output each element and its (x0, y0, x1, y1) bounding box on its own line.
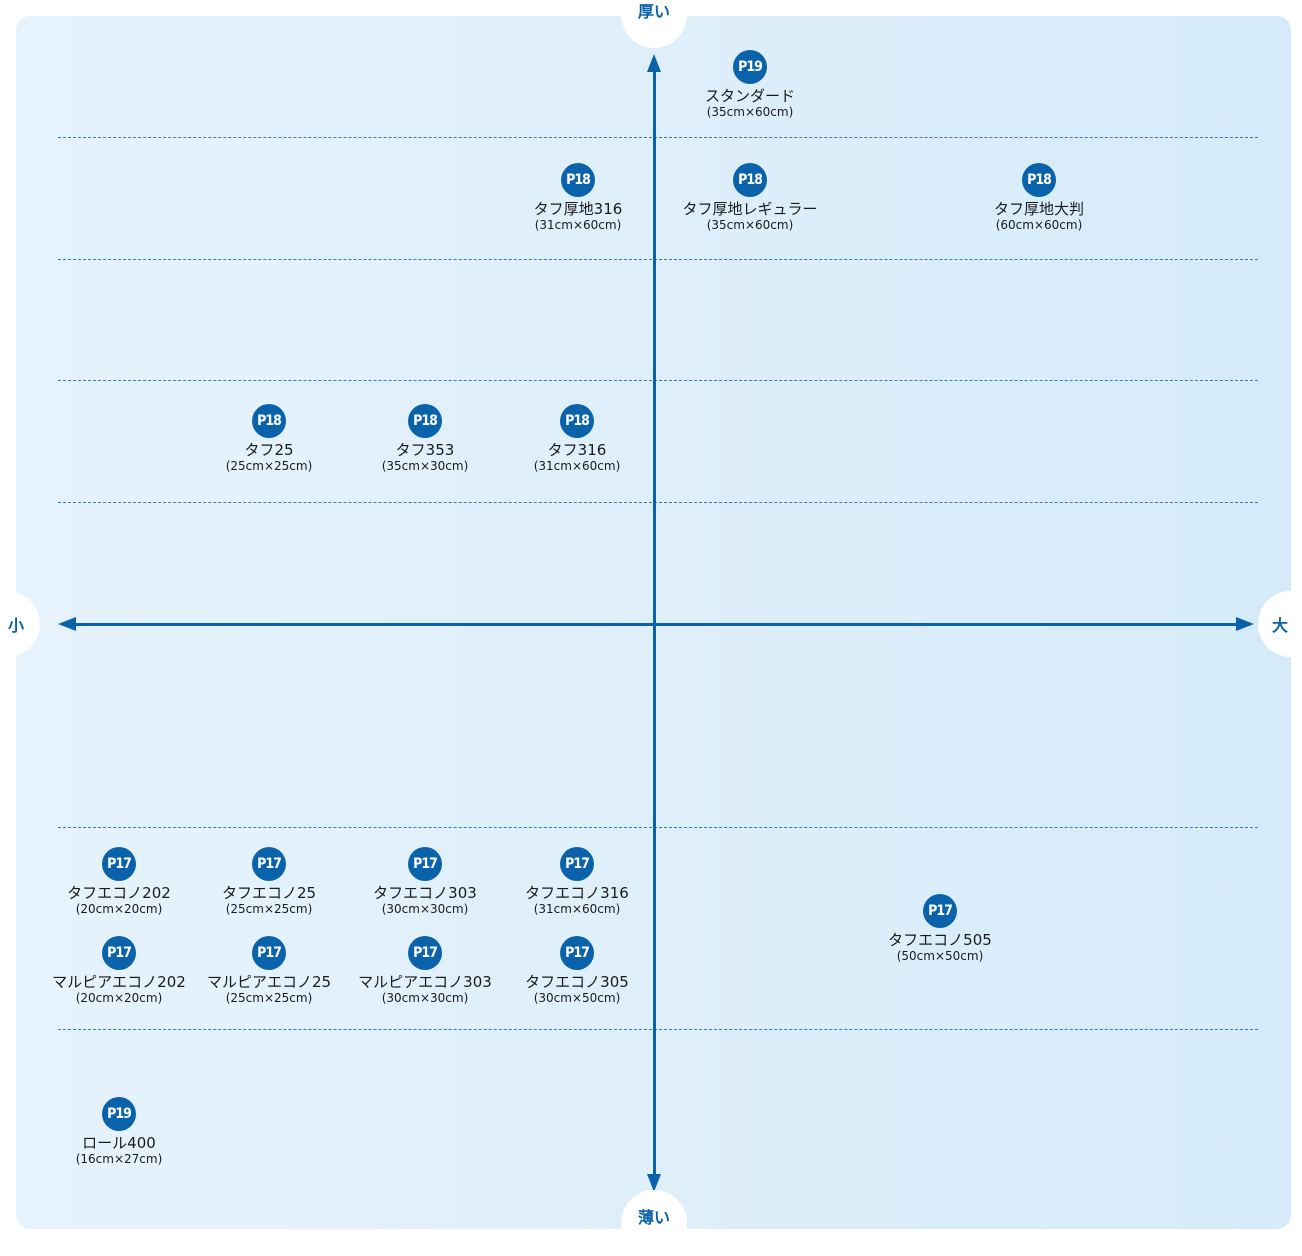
page-badge: P17 (408, 936, 442, 970)
product-size: (20cm×20cm) (75, 902, 163, 916)
product-name: タフエコノ202 (67, 884, 171, 902)
arrow-left-icon (58, 617, 76, 631)
page-badge: P18 (733, 163, 767, 197)
product-item[interactable]: P18 タフ厚地レギュラー (35cm×60cm) (650, 163, 850, 232)
product-item[interactable]: P17 マルピアエコノ202 (20cm×20cm) (19, 936, 219, 1005)
page-badge: P18 (252, 404, 286, 438)
page-badge: P18 (560, 404, 594, 438)
separator-line (58, 380, 1258, 381)
product-size: (16cm×27cm) (75, 1152, 163, 1166)
product-name: タフ25 (244, 441, 294, 459)
product-name: マルピアエコノ303 (358, 973, 492, 991)
page-badge: P17 (102, 847, 136, 881)
vertical-axis (653, 68, 656, 1178)
product-size: (35cm×60cm) (706, 218, 794, 232)
separator-line (58, 1029, 1258, 1030)
product-name: タフ厚地316 (533, 200, 623, 218)
separator-line (58, 502, 1258, 503)
product-name: タフ316 (547, 441, 607, 459)
product-name: タフ厚地大判 (993, 200, 1084, 218)
product-size: (25cm×25cm) (225, 902, 313, 916)
product-item[interactable]: P17 タフエコノ316 (31cm×60cm) (477, 847, 677, 916)
product-name: タフエコノ316 (525, 884, 629, 902)
product-size: (31cm×60cm) (533, 902, 621, 916)
page-badge: P19 (102, 1097, 136, 1131)
product-name: スタンダード (704, 87, 795, 105)
axis-label-thin: 薄い (621, 1190, 687, 1256)
separator-line (58, 827, 1258, 828)
product-item[interactable]: P17 タフエコノ505 (50cm×50cm) (840, 894, 1040, 963)
arrow-up-icon (647, 54, 661, 72)
product-size: (50cm×50cm) (896, 949, 984, 963)
product-size: (25cm×25cm) (225, 459, 313, 473)
product-item[interactable]: P17 タフエコノ305 (30cm×50cm) (477, 936, 677, 1005)
product-name: タフエコノ305 (525, 973, 629, 991)
product-size: (20cm×20cm) (75, 991, 163, 1005)
page-badge: P18 (408, 404, 442, 438)
product-item[interactable]: P18 タフ厚地大判 (60cm×60cm) (939, 163, 1139, 232)
page-badge: P19 (733, 50, 767, 84)
horizontal-axis (70, 623, 1250, 626)
page-badge: P18 (561, 163, 595, 197)
page-badge: P17 (560, 936, 594, 970)
page-badge: P18 (1022, 163, 1056, 197)
product-size: (30cm×30cm) (381, 902, 469, 916)
page-badge: P17 (252, 936, 286, 970)
product-item[interactable]: P17 タフエコノ202 (20cm×20cm) (19, 847, 219, 916)
product-size: (35cm×60cm) (706, 105, 794, 119)
product-size: (30cm×30cm) (381, 991, 469, 1005)
product-name: タフエコノ303 (373, 884, 477, 902)
separator-line (58, 137, 1258, 138)
product-size: (60cm×60cm) (995, 218, 1083, 232)
product-item[interactable]: P17 タフエコノ25 (25cm×25cm) (169, 847, 369, 916)
product-size: (35cm×30cm) (381, 459, 469, 473)
product-item[interactable]: P18 タフ厚地316 (31cm×60cm) (478, 163, 678, 232)
product-item[interactable]: P18 タフ353 (35cm×30cm) (325, 404, 525, 473)
product-size: (30cm×50cm) (533, 991, 621, 1005)
page-badge: P17 (102, 936, 136, 970)
product-name: マルピアエコノ202 (52, 973, 186, 991)
product-item[interactable]: P17 マルピアエコノ303 (30cm×30cm) (325, 936, 525, 1005)
separator-line (58, 259, 1258, 260)
product-item[interactable]: P18 タフ316 (31cm×60cm) (477, 404, 677, 473)
arrow-right-icon (1236, 617, 1254, 631)
product-size: (25cm×25cm) (225, 991, 313, 1005)
product-size: (31cm×60cm) (534, 218, 622, 232)
product-item[interactable]: P17 マルピアエコノ25 (25cm×25cm) (169, 936, 369, 1005)
product-item[interactable]: P19 スタンダード (35cm×60cm) (650, 50, 850, 119)
page-badge: P17 (408, 847, 442, 881)
product-item[interactable]: P18 タフ25 (25cm×25cm) (169, 404, 369, 473)
product-name: タフ353 (395, 441, 455, 459)
page-badge: P17 (923, 894, 957, 928)
product-name: ロール400 (82, 1134, 156, 1152)
product-size: (31cm×60cm) (533, 459, 621, 473)
product-item[interactable]: P19 ロール400 (16cm×27cm) (19, 1097, 219, 1166)
product-name: タフ厚地レギュラー (682, 200, 818, 218)
product-name: マルピアエコノ25 (206, 973, 332, 991)
page-badge: P17 (560, 847, 594, 881)
product-name: タフエコノ505 (888, 931, 992, 949)
product-name: タフエコノ25 (221, 884, 317, 902)
arrow-down-icon (647, 1174, 661, 1192)
product-item[interactable]: P17 タフエコノ303 (30cm×30cm) (325, 847, 525, 916)
page-badge: P17 (252, 847, 286, 881)
